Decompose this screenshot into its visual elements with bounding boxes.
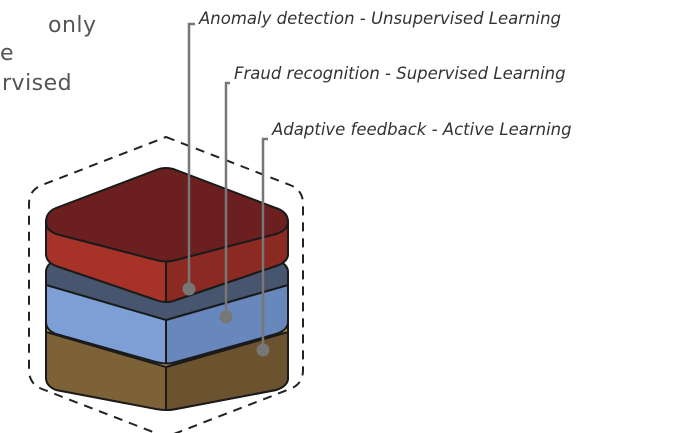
middle-slab-right-face [165,283,289,365]
leader-line-fraud-recognition [224,81,230,316]
clipped-text-line-3: rvised [2,71,73,96]
clipped-text-line-1: only [48,13,97,38]
dashed-boundary-hexagon [28,135,304,433]
leader-dot-anomaly-detection [182,282,196,296]
callout-leaders [182,22,270,357]
leader-dot-adaptive-feedback [256,343,270,357]
callout-label-fraud-recognition: Fraud recognition - Supervised Learning [234,64,566,83]
leader-line-anomaly-detection [187,22,195,288]
callout-label-adaptive-feedback: Adaptive feedback - Active Learning [272,120,572,139]
top-slab-top-face [44,167,290,263]
leader-line-adaptive-feedback [261,137,268,349]
leader-dot-fraud-recognition [219,310,233,324]
callout-label-anomaly-detection: Anomaly detection - Unsupervised Learnin… [199,9,562,28]
clipped-text-line-2: e [0,41,15,66]
top-slab [44,167,290,303]
